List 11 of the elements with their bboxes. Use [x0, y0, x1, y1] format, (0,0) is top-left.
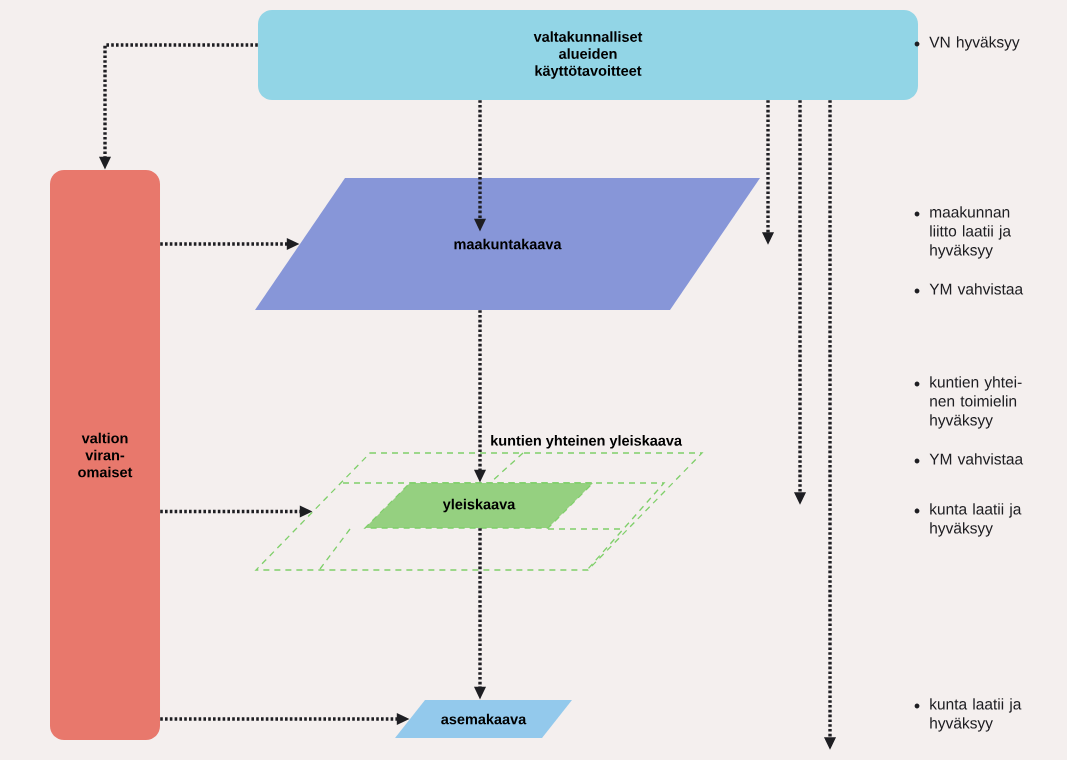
bullet-note: kunta laatii ja hyväksyy [914, 503, 1022, 537]
goal-box: valtakunnalliset alueiden käyttötavoitteet [258, 10, 918, 100]
bullet-note: YM vahvistaa [914, 283, 1024, 295]
bullet-note: YM vahvistaa [914, 453, 1024, 465]
bullet-note: kuntien yhtei- nen toimielin hyväksyy [914, 376, 1022, 429]
bullet-note: maakunnan liitto laatii ja hyväksyy [914, 206, 1011, 259]
bullet-note: kunta laatii ja hyväksyy [914, 698, 1022, 732]
node-label: kuntien yhteinen yleiskaava [491, 435, 683, 449]
authority-box: valtion viran- omaiset [50, 170, 160, 740]
plan-parallelogram: maakuntakaava [255, 178, 760, 310]
plan-parallelogram: asemakaava [395, 700, 572, 738]
